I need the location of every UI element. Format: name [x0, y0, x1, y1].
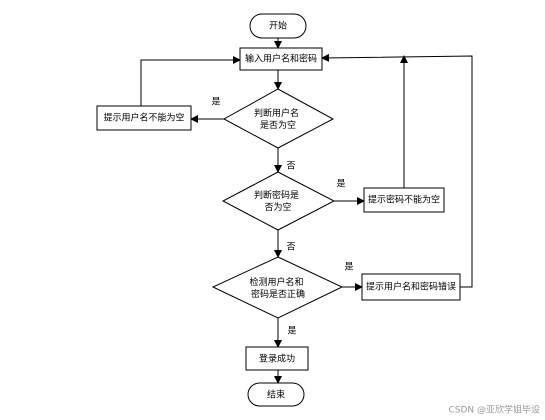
edge-wrong-loop	[321, 53, 473, 288]
label-no-pwd-check: 否	[286, 242, 295, 253]
edges	[140, 38, 473, 384]
edge-user-empty-loop	[140, 56, 241, 106]
edge-labels: 是 否 是 否 是 是	[211, 97, 353, 337]
watermark-text: CSDN @亚欣学姐毕设	[448, 404, 540, 416]
node-check-pwd-line-2: 否为空	[264, 201, 291, 213]
node-wrong: 提示用户名和密码错误	[361, 273, 461, 301]
node-user-empty-label: 提示用户名不能为空	[103, 112, 184, 124]
node-check-user-label: 判断用户名 是否为空	[254, 107, 302, 131]
node-user-empty: 提示用户名不能为空	[96, 105, 192, 131]
node-check-user-line-2: 是否为空	[260, 119, 296, 131]
node-input: 输入用户名和密码	[239, 47, 323, 71]
node-verify: 检测用户名和 密码是否正确	[211, 256, 344, 319]
node-input-label: 输入用户名和密码	[245, 53, 317, 65]
node-success-label: 登录成功	[259, 353, 295, 365]
label-yes-user-empty: 是	[211, 97, 220, 108]
label-yes-verify-success: 是	[287, 326, 296, 337]
nodes: 开始 输入用户名和密码 判断用户名 是否为空 提示用户名不能为空 判断密码是 否…	[96, 13, 461, 407]
label-yes-verify-wrong: 是	[344, 262, 353, 273]
label-yes-pwd-empty: 是	[336, 179, 345, 190]
node-verify-line-1: 检测用户名和	[250, 276, 304, 288]
node-verify-label: 检测用户名和 密码是否正确	[250, 276, 307, 300]
node-start: 开始	[249, 13, 307, 39]
node-check-pwd-label: 判断密码是 否为空	[254, 189, 302, 213]
node-check-user: 判断用户名 是否为空	[222, 88, 335, 149]
node-pwd-empty-label: 提示密码不能为空	[368, 194, 440, 206]
node-end-label: 结束	[267, 389, 285, 401]
node-end: 结束	[247, 382, 305, 407]
label-no-user-check: 否	[286, 161, 295, 172]
node-check-pwd-line-1: 判断密码是	[254, 189, 299, 201]
node-check-user-line-1: 判断用户名	[254, 107, 299, 119]
node-wrong-label: 提示用户名和密码错误	[366, 281, 456, 293]
node-check-pwd: 判断密码是 否为空	[221, 171, 336, 231]
node-verify-line-2: 密码是否正确	[251, 288, 305, 300]
node-pwd-empty: 提示密码不能为空	[363, 187, 445, 213]
node-start-label: 开始	[269, 20, 287, 32]
node-success: 登录成功	[245, 346, 309, 371]
